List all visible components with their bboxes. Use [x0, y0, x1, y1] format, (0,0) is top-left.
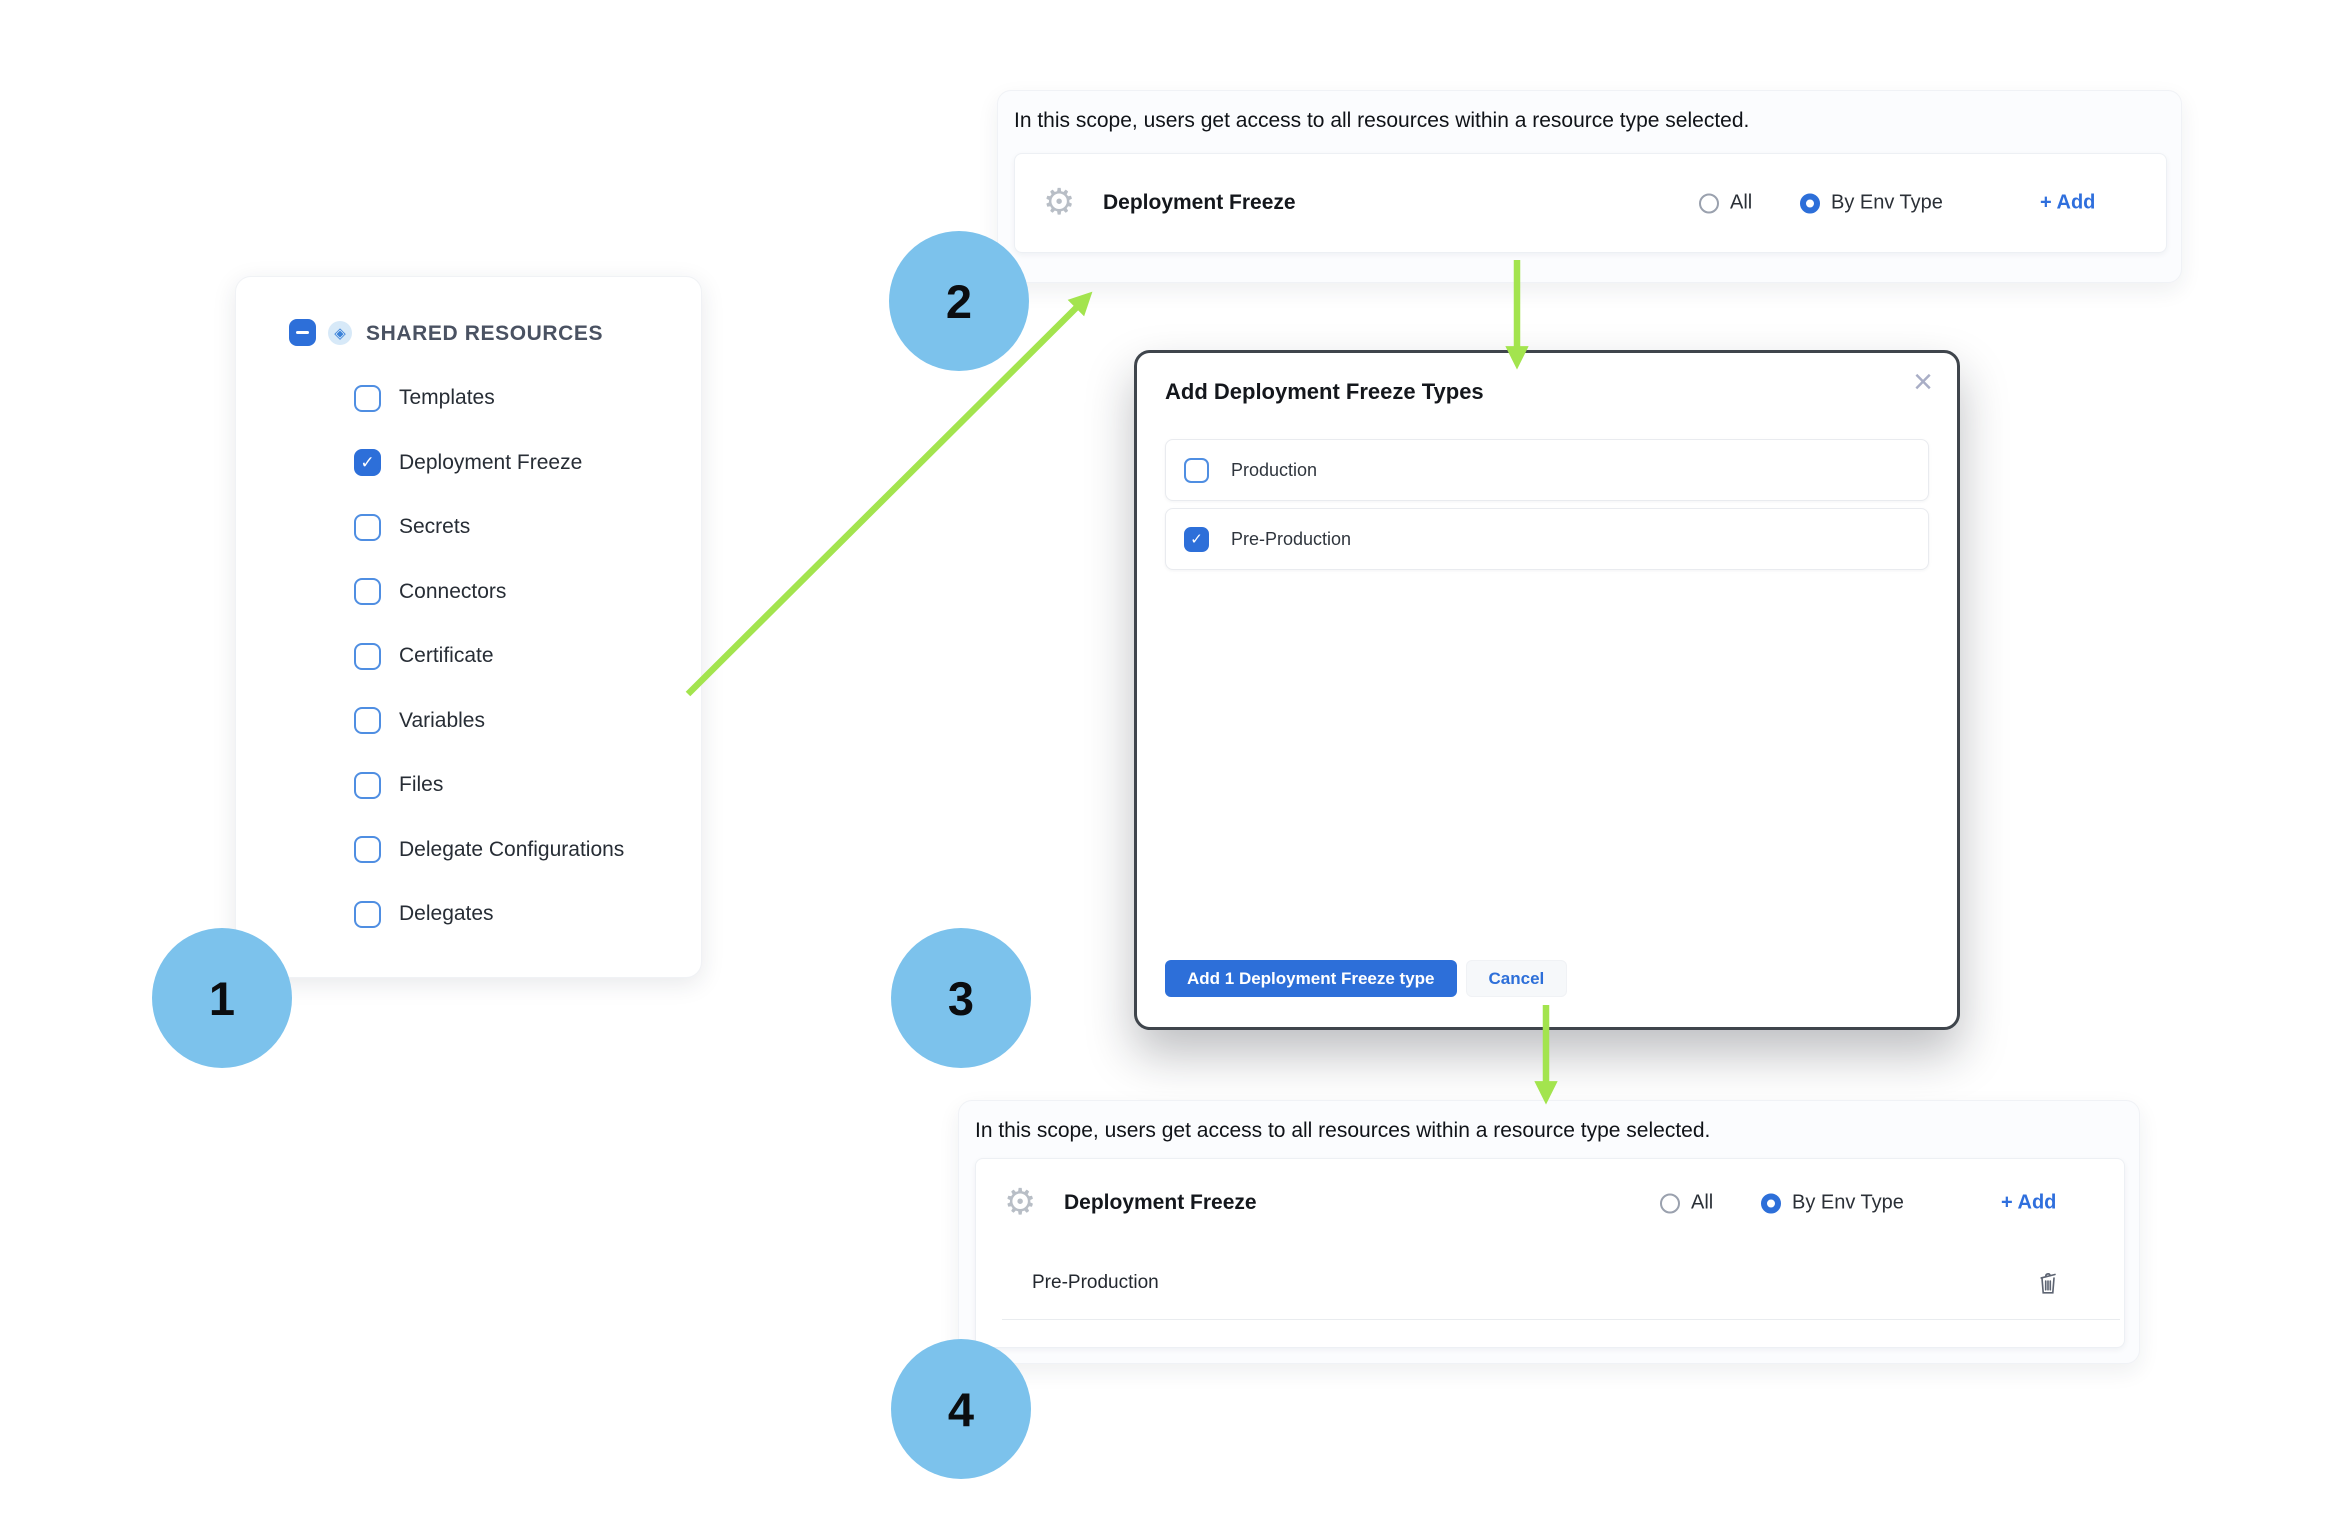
step-number: 3 [947, 971, 975, 1025]
shared-resources-icon: ◈ [328, 321, 352, 345]
panel-title: SHARED RESOURCES [366, 322, 604, 345]
list-item-certificate[interactable]: Certificate [236, 624, 701, 689]
step-number: 1 [208, 971, 236, 1025]
close-icon[interactable]: × [1913, 363, 1933, 401]
radio-selected-icon [1761, 1193, 1781, 1213]
scope-panel-top: In this scope, users get access to all r… [997, 90, 2196, 289]
list-item-deployment-freeze[interactable]: ✓ Deployment Freeze [236, 431, 701, 496]
radio-circle-icon [1660, 1193, 1680, 1213]
checkbox-unchecked-icon[interactable] [354, 384, 381, 412]
radio-selected-icon [1800, 193, 1820, 213]
step-number: 4 [947, 1382, 975, 1436]
scope-panel-bottom: In this scope, users get access to all r… [958, 1100, 2153, 1372]
minus-icon [296, 331, 309, 334]
scope-description: In this scope, users get access to all r… [975, 1119, 1711, 1142]
arrow-modal-to-result [1534, 1005, 1558, 1105]
gear-icon: ⚙ [1043, 182, 1076, 223]
checkbox-checked-icon[interactable]: ✓ [1184, 526, 1209, 552]
arrow-panel-to-modal [1505, 260, 1529, 370]
gear-icon: ⚙ [1004, 1182, 1037, 1223]
checkbox-checked-icon[interactable]: ✓ [354, 449, 381, 477]
step-badge-2: 2 [889, 231, 1029, 371]
resource-type-row: ⚙ Deployment Freeze All By Env Type + Ad… [1014, 153, 2167, 253]
radio-by-env-type[interactable]: By Env Type [1800, 192, 1943, 215]
step-number: 2 [945, 274, 973, 328]
shared-resources-header: ◈ SHARED RESOURCES [236, 319, 701, 349]
shared-resources-panel: ◈ SHARED RESOURCES Templates ✓ Deploymen… [235, 264, 719, 986]
list-item-connectors[interactable]: Connectors [236, 560, 701, 625]
radio-by-env-type[interactable]: By Env Type [1761, 1192, 1904, 1215]
list-item-delegates[interactable]: Delegates [236, 882, 701, 947]
step-badge-4: 4 [891, 1339, 1031, 1479]
collapse-button[interactable] [289, 319, 316, 346]
selected-env-type-label: Pre-Production [1032, 1272, 1159, 1293]
modal-title: Add Deployment Freeze Types [1165, 379, 1484, 404]
checkbox-unchecked-icon[interactable] [354, 513, 381, 541]
checkbox-unchecked-icon[interactable] [1184, 457, 1209, 483]
option-row-pre-production[interactable]: ✓ Pre-Production [1165, 508, 1929, 570]
add-deployment-freeze-button[interactable]: Add 1 Deployment Freeze type [1165, 960, 1457, 997]
list-item-secrets[interactable]: Secrets [236, 495, 701, 560]
resource-type-label: Deployment Freeze [1103, 191, 1296, 214]
selected-env-type-row: Pre-Production [1002, 1247, 2120, 1320]
list-item-files[interactable]: Files [236, 753, 701, 818]
checkbox-unchecked-icon[interactable] [354, 836, 381, 864]
scope-description: In this scope, users get access to all r… [1014, 109, 1750, 132]
radio-all[interactable]: All [1660, 1192, 1713, 1215]
option-row-production[interactable]: Production [1165, 439, 1929, 501]
trash-icon[interactable] [2038, 1271, 2058, 1295]
resource-type-label: Deployment Freeze [1064, 1191, 1257, 1214]
resource-list: Templates ✓ Deployment Freeze Secrets Co… [236, 366, 701, 947]
checkbox-unchecked-icon[interactable] [354, 578, 381, 606]
radio-circle-icon [1699, 193, 1719, 213]
list-item-variables[interactable]: Variables [236, 689, 701, 754]
step-badge-1: 1 [152, 928, 292, 1068]
modal-footer: Add 1 Deployment Freeze type Cancel [1165, 960, 1568, 997]
arrow-step1-to-step2 [685, 291, 1093, 697]
cancel-button[interactable]: Cancel [1465, 960, 1568, 997]
add-button[interactable]: + Add [2040, 191, 2096, 214]
list-item-templates[interactable]: Templates [236, 366, 701, 431]
deployment-freeze-row: ⚙ Deployment Freeze All By Env Type + Ad… [976, 1159, 2124, 1247]
radio-all[interactable]: All [1699, 192, 1752, 215]
resource-type-row: ⚙ Deployment Freeze All By Env Type + Ad… [975, 1158, 2125, 1348]
add-button[interactable]: + Add [2001, 1191, 2057, 1214]
checkbox-unchecked-icon[interactable] [354, 900, 381, 928]
list-item-delegate-configurations[interactable]: Delegate Configurations [236, 818, 701, 883]
checkbox-unchecked-icon[interactable] [354, 642, 381, 670]
checkbox-unchecked-icon[interactable] [354, 707, 381, 735]
checkbox-unchecked-icon[interactable] [354, 771, 381, 799]
add-deployment-freeze-modal: Add Deployment Freeze Types × Production… [1134, 350, 1960, 1030]
step-badge-3: 3 [891, 928, 1031, 1068]
